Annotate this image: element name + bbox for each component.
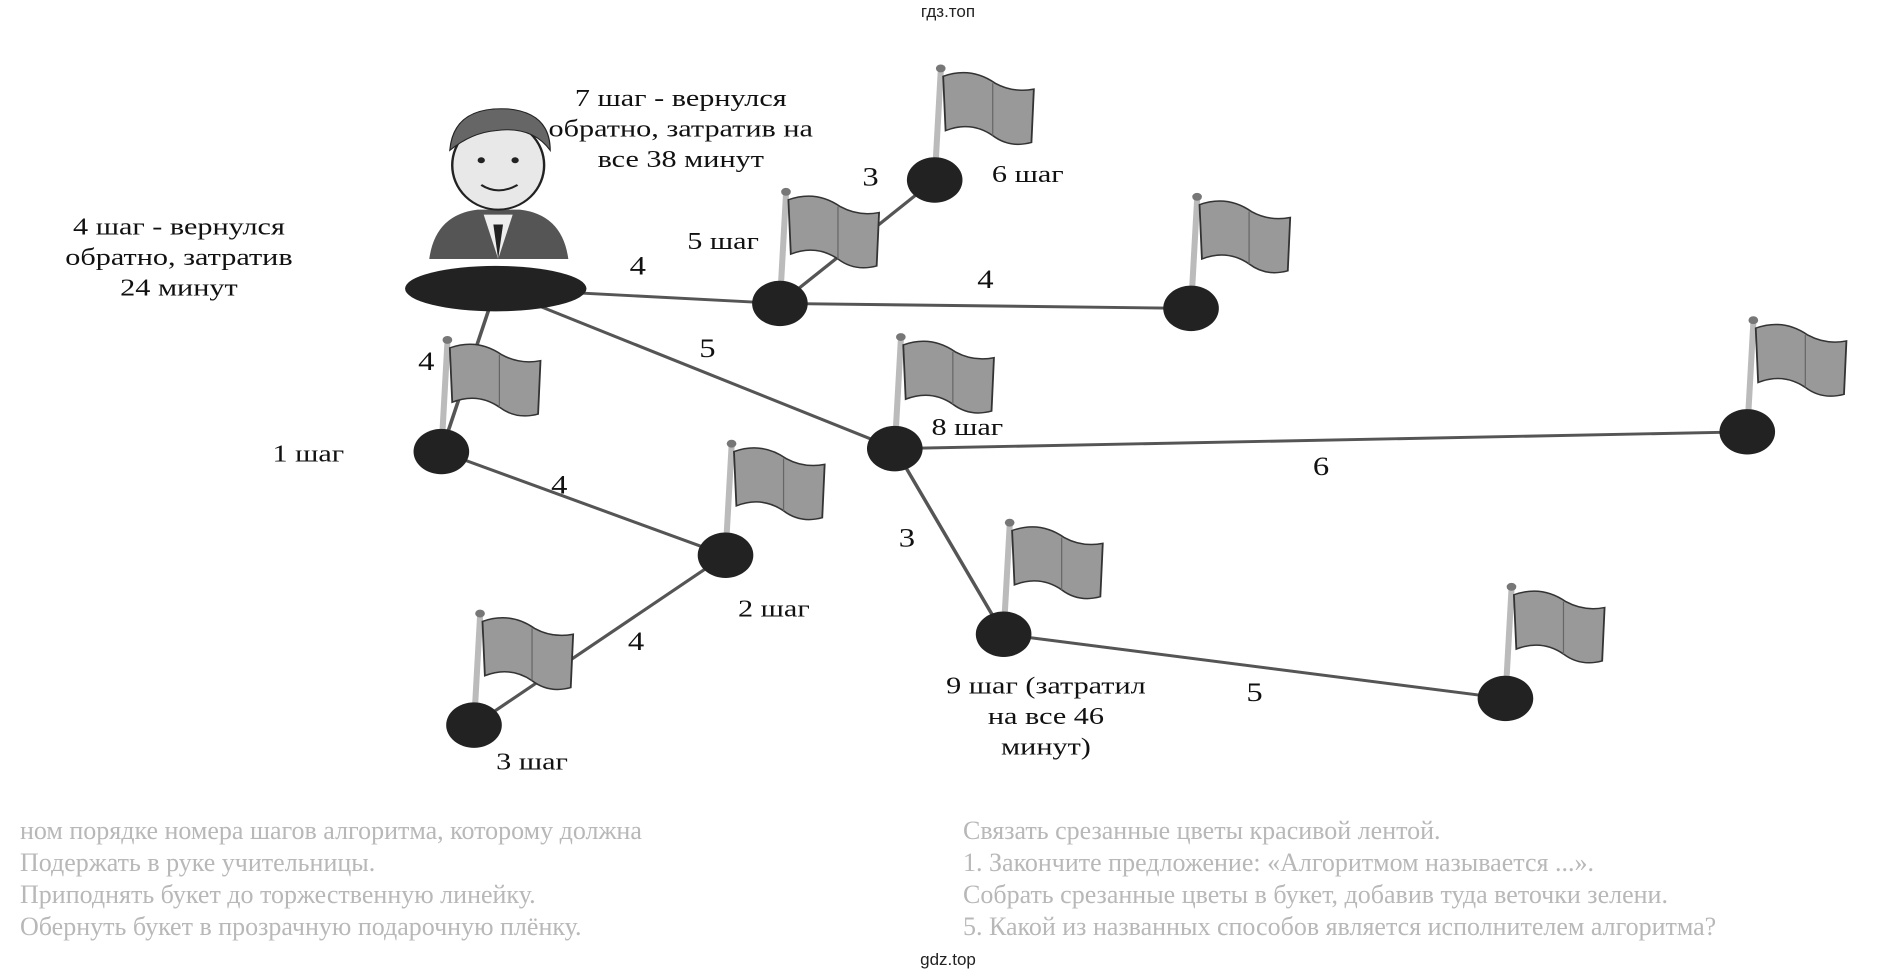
background-text-line: Связать срезанные цветы красивой лентой. bbox=[963, 816, 1441, 845]
label-step2: 2 шаг bbox=[738, 594, 810, 622]
edge-weight: 6 bbox=[1313, 452, 1329, 482]
edge-line bbox=[894, 430, 1748, 451]
background-text-line: ном порядке номера шагов алгоритма, кото… bbox=[20, 816, 642, 845]
label-step3: 3 шаг bbox=[496, 747, 568, 775]
label-step7: обратно, затратив на bbox=[549, 114, 813, 142]
edge-weights: 4 4 3 4 5 4 4 6 3 5 bbox=[418, 162, 1329, 707]
edge-weight: 3 bbox=[862, 162, 878, 192]
label-step5: 5 шаг bbox=[687, 227, 759, 255]
label-step4: 24 минут bbox=[120, 273, 238, 301]
edge-line bbox=[779, 301, 1192, 310]
node-n3 bbox=[446, 702, 502, 748]
label-step4: 4 шаг - вернулся bbox=[73, 212, 285, 240]
edge-line bbox=[893, 447, 1006, 635]
node-n9 bbox=[975, 611, 1032, 657]
edge-weight: 4 bbox=[628, 627, 644, 657]
node-nb bbox=[1477, 675, 1534, 722]
edge-weight: 4 bbox=[630, 251, 646, 281]
watermark-top: гдз.топ bbox=[920, 2, 976, 21]
background-text-line: 5. Какой из названных способов является … bbox=[963, 912, 1717, 941]
label-step8: 8 шаг bbox=[931, 412, 1003, 440]
label-step4: обратно, затратив bbox=[65, 243, 292, 271]
edge-line bbox=[440, 450, 727, 557]
edge-line bbox=[1003, 632, 1506, 700]
boy-figure bbox=[429, 108, 569, 259]
background-text-line: Собрать срезанные цветы в букет, добавив… bbox=[963, 880, 1668, 909]
label-step1: 1 шаг bbox=[272, 439, 344, 467]
node-n6 bbox=[906, 157, 963, 203]
background-text-line: Обернуть букет в прозрачную подарочную п… bbox=[20, 912, 582, 941]
node-nf bbox=[1163, 285, 1219, 332]
start-node bbox=[405, 265, 587, 312]
edge-line bbox=[472, 554, 727, 727]
background-text-line: Подержать в руке учительницы. bbox=[20, 848, 376, 877]
edge-weight: 4 bbox=[977, 265, 993, 295]
edge-weight: 4 bbox=[418, 347, 434, 377]
route-diagram: 4 4 3 4 5 4 4 6 3 5 1 шаг 2 шаг 3 шаг 4 шаг - вернулс… bbox=[65, 64, 1848, 775]
edge-weight: 5 bbox=[699, 334, 715, 364]
label-step6: 6 шаг bbox=[992, 160, 1064, 188]
background-textbook-text: ном порядке номера шагов алгоритма, кото… bbox=[20, 815, 1876, 947]
node-n2 bbox=[697, 532, 754, 578]
edge-weight: 3 bbox=[899, 523, 915, 553]
label-step9: 9 шаг (затратил bbox=[946, 671, 1146, 699]
watermark-bottom: gdz.top bbox=[920, 950, 976, 969]
label-step7: все 38 минут bbox=[598, 145, 764, 173]
node-n1 bbox=[413, 428, 470, 475]
background-text-line: 1. Закончите предложение: «Алгоритмом на… bbox=[963, 848, 1594, 877]
node-nr bbox=[1719, 409, 1776, 455]
node-n8 bbox=[866, 425, 923, 472]
edge-weight: 5 bbox=[1246, 678, 1262, 708]
nodes bbox=[405, 157, 1776, 748]
label-step9: на все 46 bbox=[988, 702, 1104, 730]
node-n5 bbox=[752, 280, 808, 327]
edge-line bbox=[494, 287, 896, 450]
label-step9: минут) bbox=[1001, 732, 1091, 760]
background-text-line: Приподнять букет до торжественную линейк… bbox=[20, 880, 536, 909]
label-step7: 7 шаг - вернулся bbox=[575, 84, 787, 112]
flag-icon bbox=[1502, 582, 1606, 699]
edge-weight: 4 bbox=[551, 470, 567, 500]
